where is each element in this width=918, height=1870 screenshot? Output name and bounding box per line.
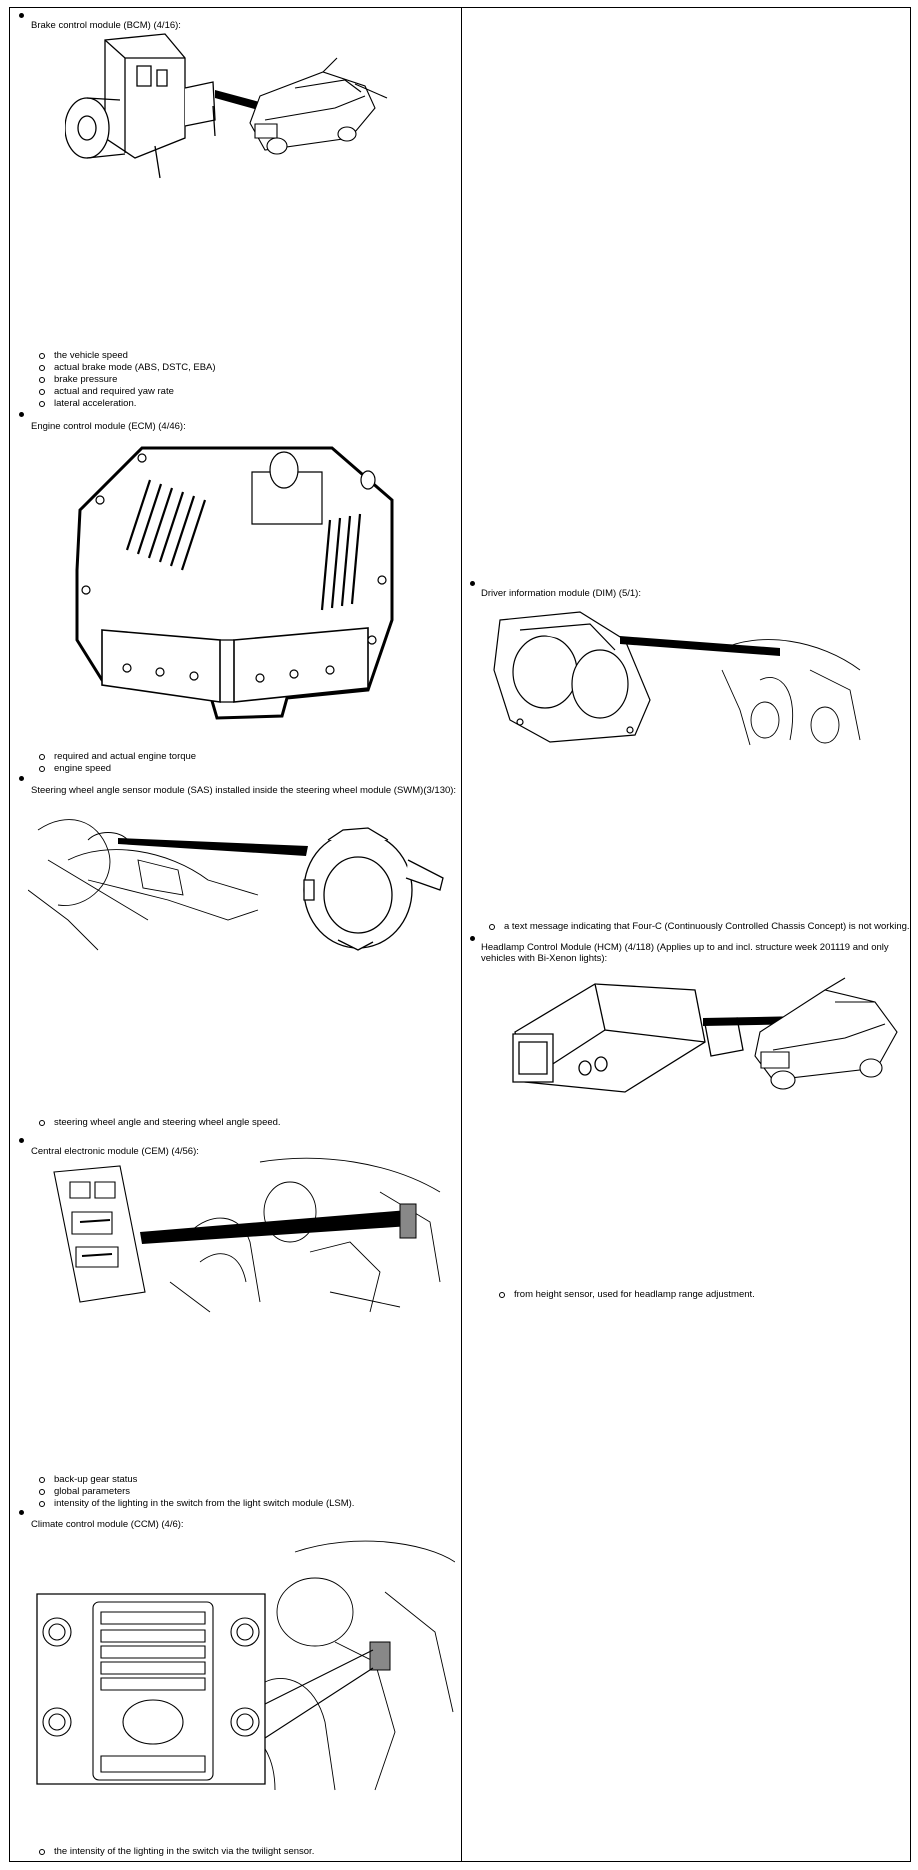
section-title-hcm: Headlamp Control Module (HCM) (4/118) (A… — [481, 942, 889, 964]
brake-control-module-illustration — [65, 28, 395, 193]
section-title-bcm: Brake control module (BCM) (4/16): — [31, 20, 181, 31]
section-bullet — [19, 1510, 24, 1515]
list-item: back-up gear status — [35, 1474, 354, 1486]
list-item: required and actual engine torque — [35, 751, 196, 763]
bcm-signal-list: the vehicle speed actual brake mode (ABS… — [35, 350, 216, 410]
section-bullet — [19, 13, 24, 18]
section-bullet — [470, 581, 475, 586]
list-item: lateral acceleration. — [35, 398, 216, 410]
list-item: actual brake mode (ABS, DSTC, EBA) — [35, 362, 216, 374]
section-title-ccm: Climate control module (CCM) (4/6): — [31, 1519, 184, 1530]
section-bullet — [19, 1138, 24, 1143]
list-item: brake pressure — [35, 374, 216, 386]
engine-control-module-illustration — [72, 440, 422, 730]
list-item: actual and required yaw rate — [35, 386, 216, 398]
section-bullet — [470, 936, 475, 941]
dim-signal-list: a text message indicating that Four-C (C… — [485, 921, 910, 933]
driver-information-module-illustration — [490, 610, 870, 750]
list-item: from height sensor, used for headlamp ra… — [495, 1289, 755, 1301]
sas-signal-list: steering wheel angle and steering wheel … — [35, 1117, 281, 1129]
list-item: steering wheel angle and steering wheel … — [35, 1117, 281, 1129]
section-title-ecm: Engine control module (ECM) (4/46): — [31, 421, 186, 432]
list-item: the vehicle speed — [35, 350, 216, 362]
list-item: global parameters — [35, 1486, 354, 1498]
section-title-sas: Steering wheel angle sensor module (SAS)… — [31, 785, 457, 796]
headlamp-control-module-illustration — [505, 972, 900, 1102]
section-bullet — [19, 776, 24, 781]
column-divider — [461, 7, 462, 1862]
list-item: a text message indicating that Four-C (C… — [485, 921, 910, 933]
climate-control-module-illustration — [35, 1532, 455, 1792]
section-title-dim: Driver information module (DIM) (5/1): — [481, 588, 641, 599]
ecm-signal-list: required and actual engine torque engine… — [35, 751, 196, 775]
cem-signal-list: back-up gear status global parameters in… — [35, 1474, 354, 1510]
page-frame — [9, 7, 911, 1862]
section-title-cem: Central electronic module (CEM) (4/56): — [31, 1146, 199, 1157]
central-electronic-module-illustration — [50, 1152, 445, 1317]
section-bullet — [19, 412, 24, 417]
hcm-signal-list: from height sensor, used for headlamp ra… — [495, 1289, 755, 1301]
list-item: the intensity of the lighting in the swi… — [35, 1846, 314, 1858]
steering-angle-sensor-illustration — [28, 800, 448, 960]
ccm-signal-list: the intensity of the lighting in the swi… — [35, 1846, 314, 1858]
list-item: engine speed — [35, 763, 196, 775]
list-item: intensity of the lighting in the switch … — [35, 1498, 354, 1510]
